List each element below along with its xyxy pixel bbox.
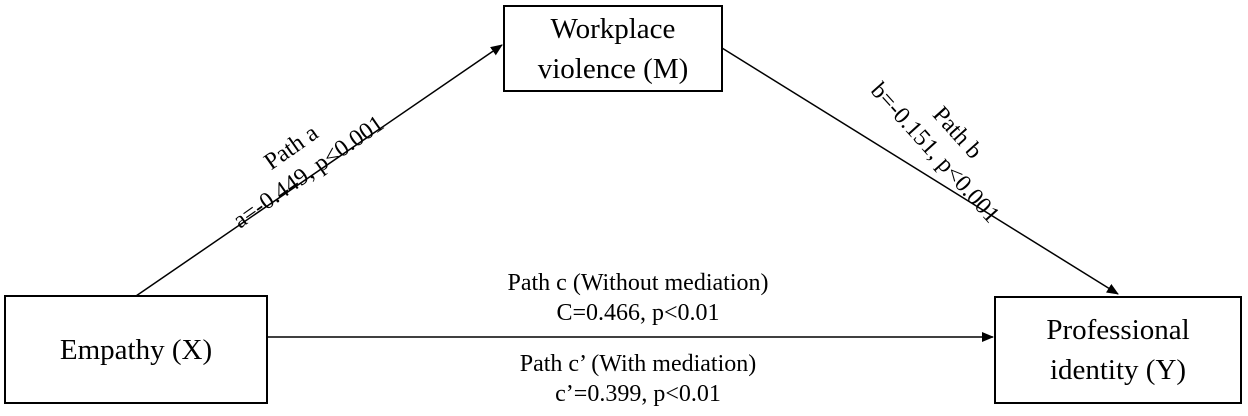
independent-label: Empathy (X) [59, 333, 213, 366]
mediator-label-line2: violence (M) [537, 52, 689, 85]
path-c-prime-label: Path c’ (With mediation) c’=0.399, p<0.0… [520, 349, 757, 409]
dependent-node-professional-identity: Professional identity (Y) [994, 296, 1242, 404]
path-a-arrow [135, 44, 503, 297]
path-c-label: Path c (Without mediation) C=0.466, p<0.… [508, 268, 769, 328]
mediator-label-line1: Workplace [550, 12, 676, 45]
dependent-label-line2: identity (Y) [1049, 354, 1187, 386]
dependent-label-line1: Professional [1046, 314, 1190, 346]
path-b-arrow [721, 47, 1119, 295]
path-c-name: Path c (Without mediation) [507, 270, 769, 296]
independent-node-empathy: Empathy (X) [4, 295, 268, 404]
path-c-prime-name: Path c’ (With mediation) [519, 351, 757, 377]
mediator-node-workplace-violence: Workplace violence (M) [503, 5, 723, 92]
path-c-prime-stat: c’=0.399, p<0.01 [555, 381, 721, 407]
path-c-stat: C=0.466, p<0.01 [556, 300, 720, 326]
